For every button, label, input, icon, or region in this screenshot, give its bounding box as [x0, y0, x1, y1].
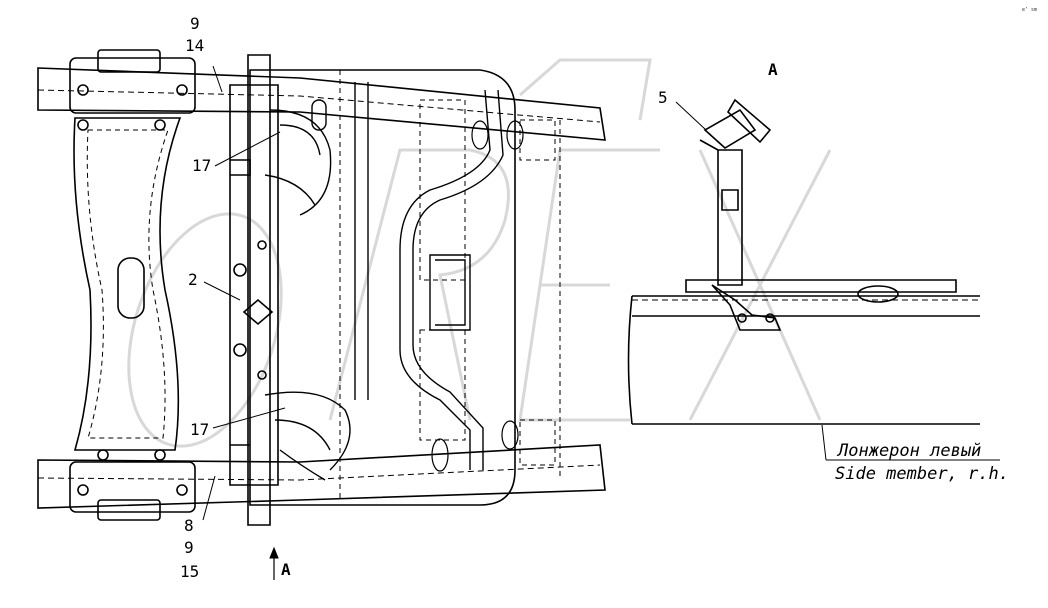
leader-lines [203, 66, 1000, 520]
view-arrow-label: A [281, 560, 291, 579]
watermark [101, 60, 830, 466]
caption-english: Side member, r.h. [835, 464, 1009, 484]
callout-9-top: 9 [190, 14, 200, 33]
hidden-details [340, 70, 560, 500]
pipe-loop [400, 90, 503, 470]
corner-code: e’ sm [1022, 7, 1038, 13]
frame-rail-lower [38, 445, 605, 508]
mounting-plate [230, 55, 515, 525]
detail-side-member [629, 296, 981, 424]
callout-8: 8 [184, 516, 194, 535]
callout-14: 14 [185, 36, 205, 55]
detail-bracket [686, 100, 956, 330]
hoses [265, 82, 368, 480]
view-arrow-a [270, 548, 278, 580]
cross-member-left [70, 50, 195, 520]
caption-russian: Лонжерон левый [838, 441, 982, 461]
callout-17-lower: 17 [190, 420, 210, 439]
detail-view-title: A [768, 60, 778, 79]
callout-2: 2 [188, 270, 198, 289]
callout-17-upper: 17 [192, 156, 212, 175]
slots [432, 121, 523, 471]
callout-5: 5 [658, 88, 668, 107]
callout-9-bottom: 9 [184, 538, 194, 557]
callout-15: 15 [180, 562, 200, 581]
